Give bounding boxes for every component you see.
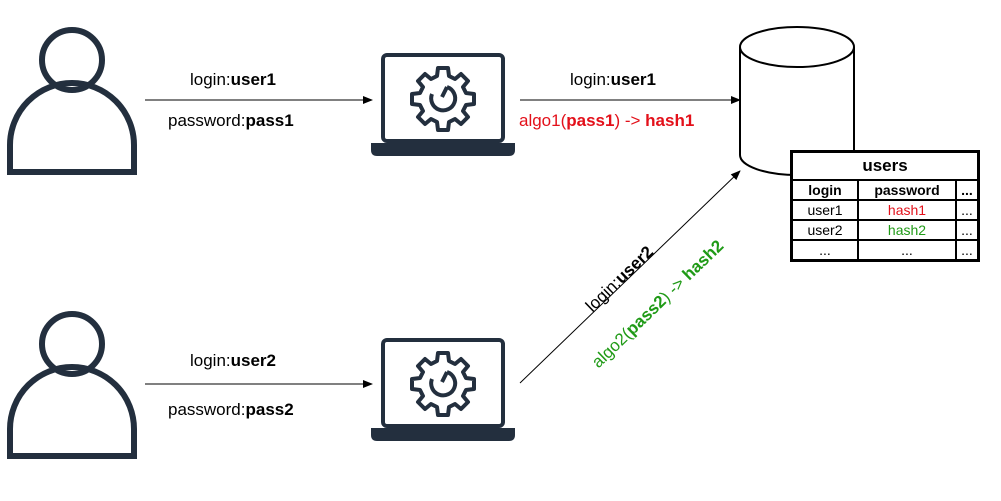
flow1-password-label: password:pass1	[168, 111, 294, 130]
arrow-laptop2-to-db	[519, 170, 741, 384]
table-cell: ...	[857, 239, 957, 262]
database-icon	[739, 26, 855, 176]
flow1-db-login-label: login:user1	[570, 70, 657, 89]
table-cell: hash2	[857, 219, 957, 241]
table-cell: ...	[955, 199, 980, 221]
table-cell: ...	[955, 219, 980, 241]
column-header: login	[790, 179, 859, 201]
users-table: users login password ... user1 hash1 ...…	[790, 150, 980, 262]
table-header-row: login password ...	[790, 179, 980, 201]
flow2-login-label: login:user2	[190, 351, 277, 370]
user-icon	[7, 311, 137, 459]
table-cell: ...	[955, 239, 980, 262]
laptop-gear-icon	[371, 53, 515, 156]
table-cell: user1	[790, 199, 859, 221]
flow2-password-label: password:pass2	[168, 400, 294, 419]
table-row: ... ... ...	[790, 239, 980, 262]
user-icon	[7, 27, 137, 175]
laptop-gear-icon	[371, 338, 515, 441]
flow1-algo-label: algo1(pass1) -> hash1	[519, 111, 695, 130]
table-row: user1 hash1 ...	[790, 199, 980, 221]
table-cell: user2	[790, 219, 859, 241]
flow1-login-label: login:user1	[190, 70, 277, 89]
table-cell: hash1	[857, 199, 957, 221]
table-cell: ...	[790, 239, 859, 262]
column-header: ...	[955, 179, 980, 201]
column-header: password	[857, 179, 957, 201]
table-row: user2 hash2 ...	[790, 219, 980, 241]
table-title: users	[790, 150, 980, 181]
